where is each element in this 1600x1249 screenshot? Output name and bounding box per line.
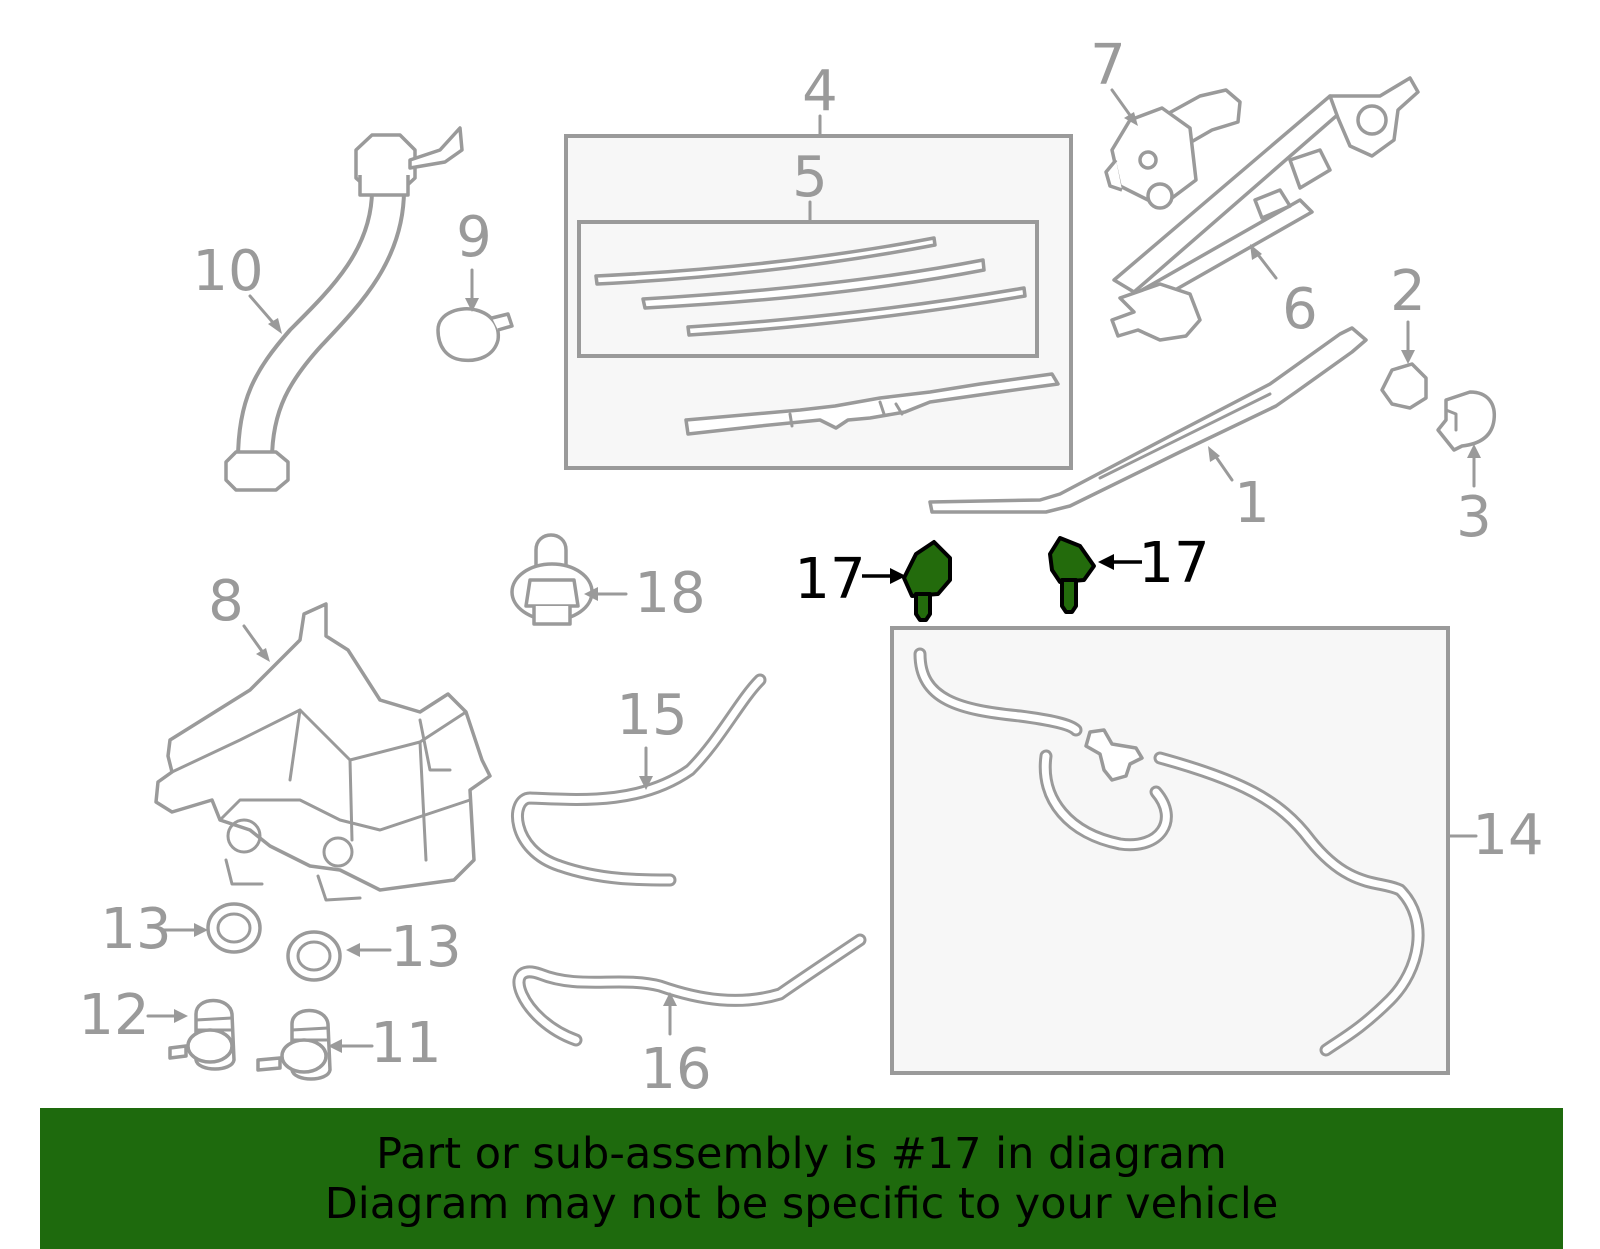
part-11-pump[interactable] bbox=[256, 1008, 332, 1081]
part-6-linkage[interactable] bbox=[1110, 76, 1420, 342]
callout-9: 9 bbox=[456, 205, 492, 270]
callout-16: 16 bbox=[640, 1037, 711, 1102]
part-18-grommet[interactable] bbox=[510, 533, 594, 626]
part-13-seal-b[interactable] bbox=[286, 930, 342, 982]
callout-10: 10 bbox=[192, 239, 263, 304]
part-10-filler-neck[interactable] bbox=[224, 126, 464, 492]
part-12-pump[interactable] bbox=[168, 998, 236, 1071]
part-17-washer-nozzle-left[interactable] bbox=[902, 540, 952, 622]
part-3-cover[interactable] bbox=[1436, 390, 1497, 452]
part-7-wiper-motor[interactable] bbox=[1104, 88, 1242, 210]
callout-18: 18 bbox=[634, 561, 705, 626]
callout-12: 12 bbox=[78, 983, 149, 1048]
callout-3: 3 bbox=[1456, 485, 1492, 550]
info-banner: Part or sub-assembly is #17 in diagram D… bbox=[40, 1108, 1563, 1249]
callout-13a: 13 bbox=[100, 897, 171, 962]
callout-labels: 1 2 3 4 5 6 7 8 9 10 11 12 13 13 14 15 1… bbox=[78, 33, 1543, 1102]
part-14-hose-assembly[interactable] bbox=[913, 647, 1425, 1057]
callout-6: 6 bbox=[1282, 277, 1318, 342]
callout-13b: 13 bbox=[390, 915, 461, 980]
callout-14: 14 bbox=[1472, 803, 1543, 868]
part-17-washer-nozzle-right[interactable] bbox=[1048, 536, 1096, 614]
callout-7: 7 bbox=[1090, 33, 1126, 98]
callout-15: 15 bbox=[616, 683, 687, 748]
callout-8: 8 bbox=[208, 569, 244, 634]
callout-1: 1 bbox=[1234, 471, 1270, 536]
leader-lines bbox=[146, 88, 1481, 1053]
callout-2: 2 bbox=[1390, 259, 1426, 324]
part-16-hose[interactable] bbox=[512, 933, 867, 1047]
part-9-cap[interactable] bbox=[436, 307, 514, 363]
banner-line-part: Part or sub-assembly is #17 in diagram bbox=[376, 1128, 1227, 1179]
part-13-seal-a[interactable] bbox=[206, 902, 262, 954]
callout-4: 4 bbox=[802, 59, 838, 124]
part-8-reservoir[interactable] bbox=[154, 602, 492, 902]
callout-11: 11 bbox=[370, 1011, 441, 1076]
banner-line-disclaimer: Diagram may not be specific to your vehi… bbox=[324, 1178, 1279, 1229]
part-1-wiper-arm[interactable] bbox=[928, 326, 1368, 514]
callout-17-right: 17 bbox=[1138, 531, 1209, 596]
part-5-refills[interactable] bbox=[594, 236, 1027, 337]
callout-5: 5 bbox=[792, 145, 828, 210]
part-2-nut[interactable] bbox=[1380, 362, 1428, 410]
callout-17-left: 17 bbox=[794, 547, 865, 612]
part-15-hose[interactable] bbox=[511, 673, 767, 887]
part-14-box bbox=[890, 626, 1450, 1075]
part-4-wiper-blade[interactable] bbox=[684, 372, 1060, 436]
